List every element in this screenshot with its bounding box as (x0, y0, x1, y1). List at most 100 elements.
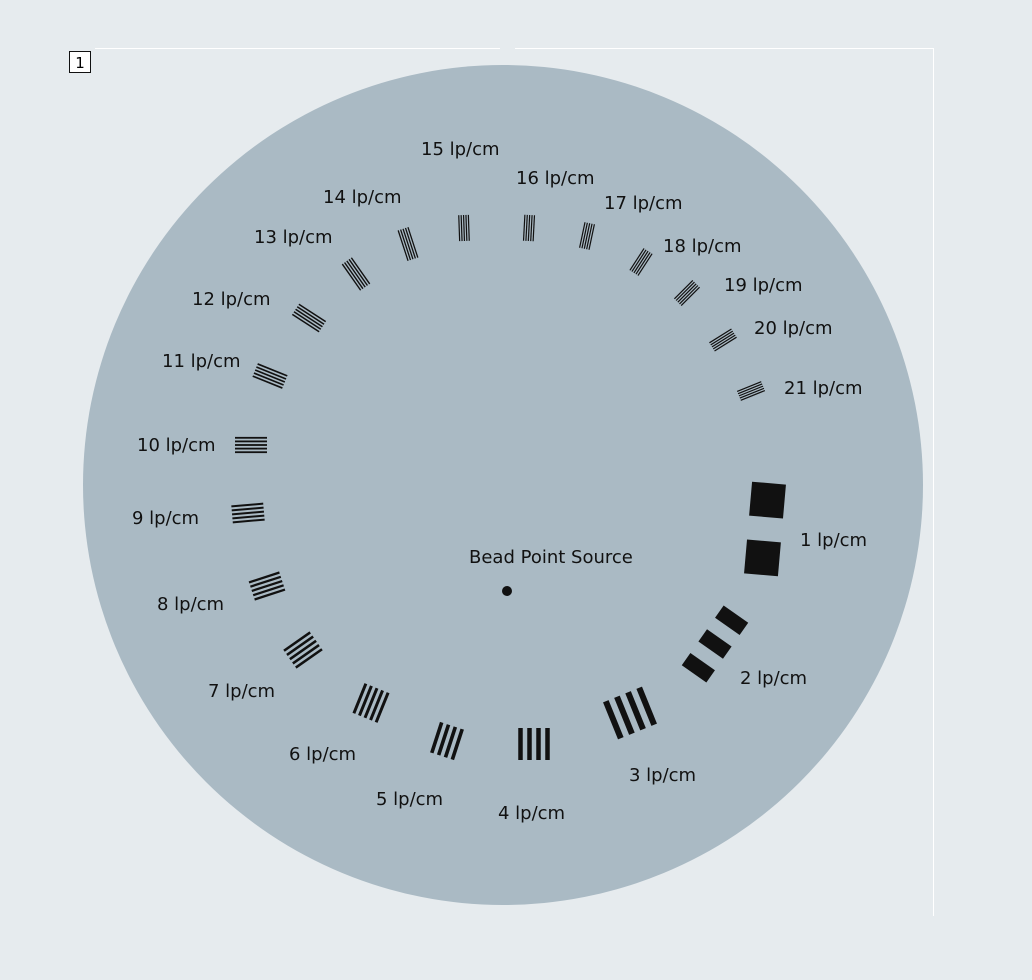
bar (467, 214, 470, 241)
bar (352, 683, 368, 714)
bar (673, 279, 694, 300)
bar (738, 385, 764, 397)
bar (588, 224, 595, 250)
resolution-label-1: 1 lp/cm (800, 530, 868, 551)
bar (296, 306, 325, 325)
bar (744, 539, 781, 577)
bar-pattern-16-lpcm (522, 214, 536, 242)
bar (525, 214, 528, 241)
bar (231, 506, 264, 512)
resolution-label-16: 16 lp/cm (516, 168, 595, 189)
bar (450, 728, 464, 761)
bar (603, 700, 624, 740)
bar-pattern-3-lpcm (603, 686, 657, 740)
bar (545, 728, 550, 760)
bar (250, 575, 282, 588)
bar (295, 308, 323, 328)
bar-pattern-17-lpcm (579, 222, 595, 250)
bar (248, 571, 280, 584)
bar (436, 724, 451, 756)
bar (712, 334, 736, 350)
bar (374, 692, 390, 723)
bar-pattern-2-lpcm (681, 605, 749, 683)
bar (586, 223, 593, 250)
bar-pattern-8-lpcm (248, 571, 286, 601)
bar (698, 629, 732, 659)
resolution-label-8: 8 lp/cm (157, 594, 225, 615)
bar (399, 229, 412, 261)
resolution-label-12: 12 lp/cm (192, 289, 271, 310)
bar-pattern-20-lpcm (709, 328, 737, 352)
bar-pattern-6-lpcm (352, 683, 390, 723)
bar (614, 695, 635, 735)
bar (348, 258, 369, 286)
bar (583, 223, 591, 249)
resolution-label-7: 7 lp/cm (208, 681, 276, 702)
bar (231, 510, 265, 516)
bar (283, 631, 311, 652)
bar (679, 285, 699, 305)
bar (407, 226, 419, 258)
bar (625, 691, 646, 731)
resolution-label-20: 20 lp/cm (754, 318, 833, 339)
bar (254, 588, 286, 601)
bar (430, 721, 444, 754)
bar-pattern-11-lpcm (252, 363, 288, 389)
bar-pattern-12-lpcm (291, 303, 327, 333)
bar (462, 214, 466, 242)
bar (235, 444, 267, 446)
bar (291, 313, 320, 333)
bar (749, 481, 786, 519)
bar (527, 214, 531, 242)
bar (629, 248, 645, 271)
bar (254, 369, 286, 383)
bar (736, 381, 762, 392)
bar (235, 451, 267, 454)
bar (465, 214, 468, 241)
bar (522, 214, 526, 241)
bar-pattern-10-lpcm (235, 436, 267, 454)
resolution-label-18: 18 lp/cm (663, 236, 742, 257)
bar-pattern-13-lpcm (341, 257, 371, 291)
bar (232, 514, 265, 520)
bar (636, 686, 657, 726)
bar (458, 215, 461, 242)
bar (252, 584, 284, 597)
bar-pattern-1-lpcm (744, 481, 786, 577)
bar (675, 281, 695, 301)
bar (680, 286, 701, 307)
bar (363, 687, 379, 719)
bar-pattern-7-lpcm (283, 631, 323, 669)
bar (530, 215, 533, 242)
bar (397, 230, 409, 262)
bar (402, 228, 414, 260)
bar (677, 283, 697, 303)
bar-pattern-14-lpcm (397, 226, 419, 262)
bar-pattern-18-lpcm (629, 248, 653, 276)
bar-pattern-9-lpcm (231, 502, 265, 524)
bar (404, 227, 417, 259)
bar (346, 260, 366, 288)
bar (710, 330, 734, 346)
bar (631, 249, 647, 272)
bar (235, 440, 267, 443)
bar (711, 332, 735, 348)
bar (295, 648, 323, 669)
bar (532, 215, 536, 242)
resolution-label-5: 5 lp/cm (376, 789, 444, 810)
bar (253, 372, 284, 386)
bar-pattern-5-lpcm (430, 721, 464, 761)
resolution-label-9: 9 lp/cm (132, 508, 200, 529)
bar (232, 518, 265, 524)
bar (443, 726, 458, 758)
bar (681, 653, 715, 683)
bar (709, 328, 732, 344)
resolution-label-3: 3 lp/cm (629, 765, 697, 786)
bar (235, 447, 267, 450)
bar (527, 728, 532, 760)
bead-point-source-label: Bead Point Source (469, 547, 633, 568)
bar (256, 366, 287, 380)
bar (292, 643, 320, 665)
bar (293, 311, 322, 330)
figure-number: 1 (69, 51, 91, 73)
